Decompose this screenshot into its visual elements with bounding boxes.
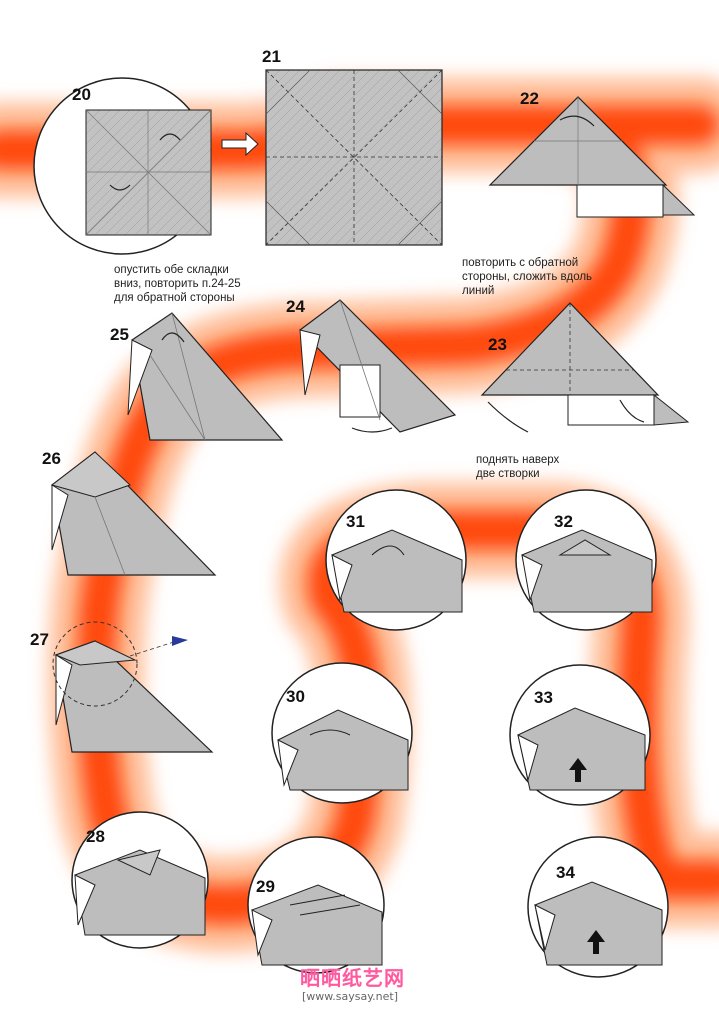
step-21-label: 21 <box>262 47 281 66</box>
note-line: опустить обе складки <box>114 264 229 276</box>
step-25-diagram <box>127 312 284 441</box>
watermark-logo: 晒晒纸艺网 <box>300 966 405 990</box>
eye-marker-icon <box>172 636 188 646</box>
note-line: вниз, повторить п.24-25 <box>114 278 241 290</box>
step-33-diagram <box>509 664 651 806</box>
step-22-diagram <box>488 96 696 218</box>
step-34-label: 34 <box>556 863 575 882</box>
note-step-32: поднять наверх две створки <box>476 453 559 481</box>
step-30-label: 30 <box>286 687 305 706</box>
next-step-arrow-icon <box>221 131 259 157</box>
step-23-label: 23 <box>488 335 507 354</box>
step-33-label: 33 <box>534 688 553 707</box>
note-step-23: повторить с обратной стороны, сложить вд… <box>462 256 592 298</box>
note-line: поднять наверх <box>476 454 560 466</box>
step-24-diagram <box>299 299 457 433</box>
step-27-label: 27 <box>30 630 49 649</box>
up-arrow-icon <box>587 930 605 954</box>
note-line: для обратной стороны <box>114 292 235 304</box>
step-24-label: 24 <box>286 297 305 316</box>
step-25-label: 25 <box>110 325 129 344</box>
note-step-25: опустить обе складки вниз, повторить п.2… <box>114 263 241 305</box>
step-22-label: 22 <box>520 89 539 108</box>
step-31-label: 31 <box>346 512 365 531</box>
note-line: линий <box>462 285 495 297</box>
step-32-label: 32 <box>554 512 573 531</box>
step-20-diagram <box>33 77 212 255</box>
step-29-label: 29 <box>256 877 275 896</box>
up-arrow-icon <box>569 758 587 782</box>
step-29-diagram <box>247 836 385 974</box>
step-23-diagram <box>480 302 690 433</box>
note-line: две створки <box>476 468 540 480</box>
step-28-label: 28 <box>86 827 105 846</box>
step-27-diagram <box>52 621 214 753</box>
step-20-label: 20 <box>72 85 91 104</box>
step-30-diagram <box>271 662 413 804</box>
step-26-diagram <box>50 451 217 576</box>
note-line: повторить с обратной <box>462 257 579 269</box>
step-31-diagram <box>325 489 467 631</box>
step-28-diagram <box>71 811 209 949</box>
note-line: стороны, сложить вдоль <box>462 271 593 283</box>
step-26-label: 26 <box>42 449 61 468</box>
step-34-diagram <box>527 836 669 978</box>
watermark-url: [www.saysay.net] <box>302 990 399 1003</box>
step-32-diagram <box>515 489 657 631</box>
step-21-diagram <box>265 69 443 246</box>
